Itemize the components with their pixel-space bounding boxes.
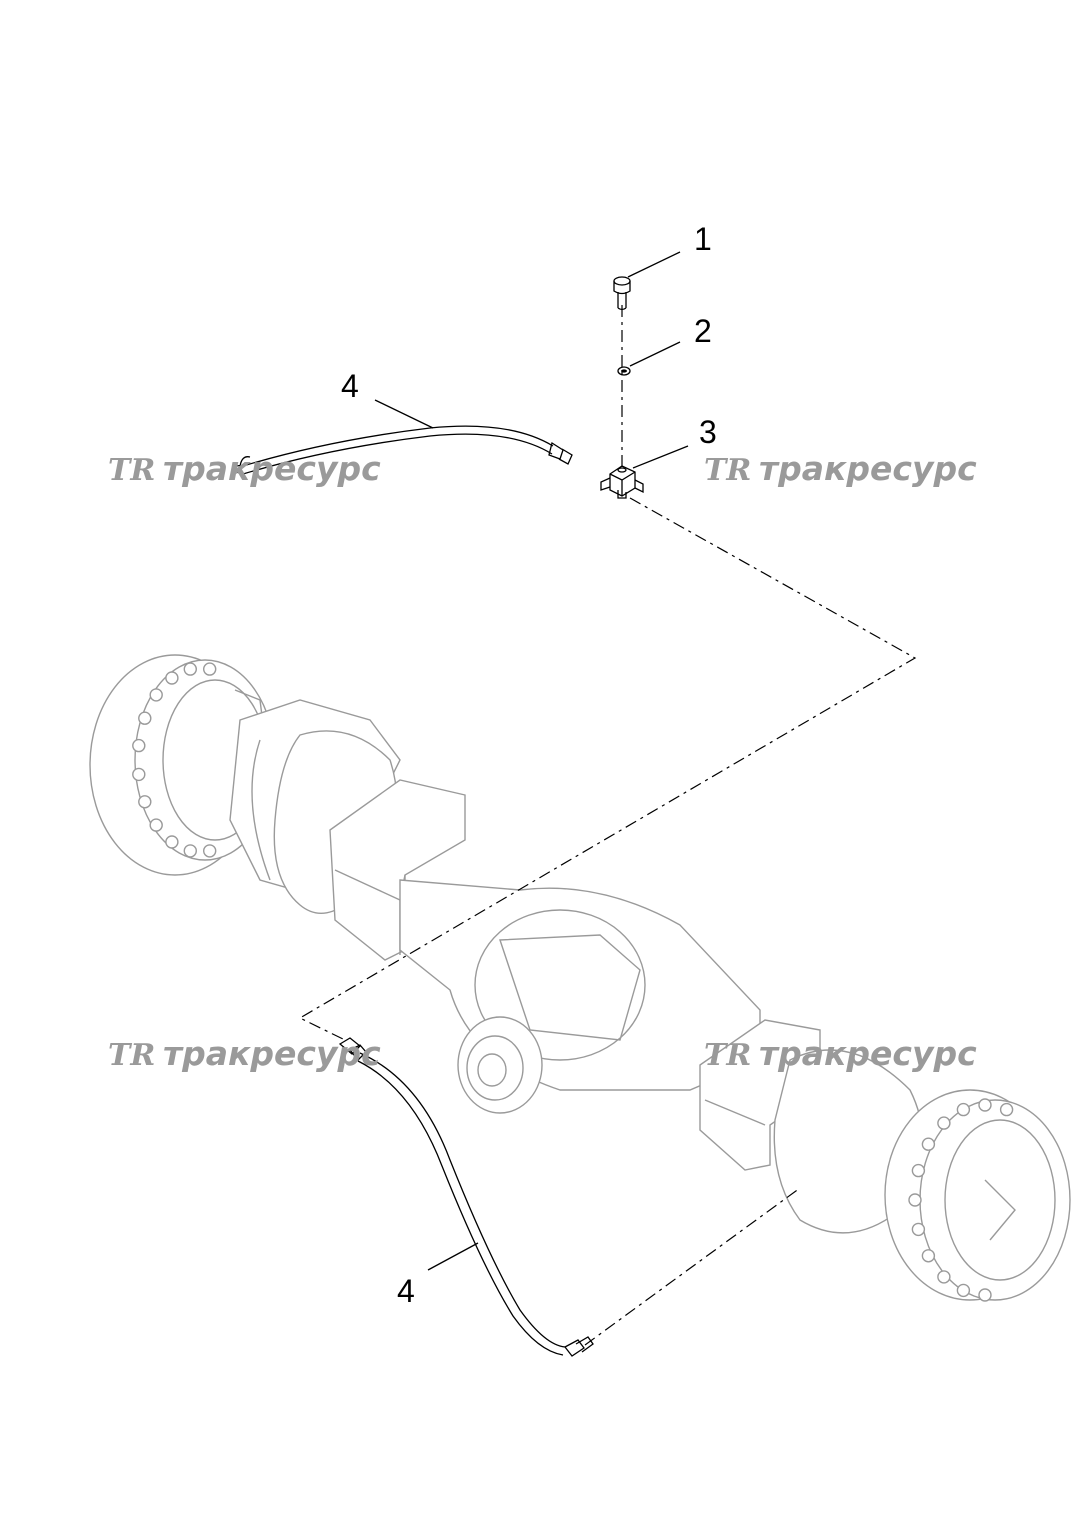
watermark-text: тракресурс (163, 1034, 381, 1073)
hub-bolt (202, 844, 217, 858)
lower-hose (338, 1037, 594, 1357)
hub-bolt (132, 767, 146, 782)
hub-bolt (149, 818, 163, 832)
pinion-yoke (457, 1016, 543, 1114)
right-wheel-hub (884, 1089, 1071, 1302)
hub-bolt (183, 662, 198, 676)
assembly-lines (298, 305, 917, 1346)
hub-bolt (149, 688, 163, 702)
hub-bolt (202, 662, 217, 676)
hub-bolt (956, 1102, 971, 1117)
callout-1-bolt: 1 (694, 221, 712, 257)
hub-bolt (183, 844, 198, 858)
watermark-text: тракресурс (759, 449, 977, 488)
watermark-bottom-right: TR тракресурс (704, 1034, 977, 1073)
hub-bolt (937, 1270, 951, 1284)
watermark-top-left: TR тракресурс (108, 449, 381, 488)
hub-bolt (908, 1193, 922, 1207)
hub-bolt (978, 1098, 992, 1112)
watermark-text: тракресурс (759, 1034, 977, 1073)
hub-bolt (921, 1137, 936, 1151)
hub-bolt (911, 1163, 926, 1178)
watermark-logo: TR (704, 1038, 751, 1073)
callout-2-washer: 2 (694, 313, 712, 349)
bolt-part (613, 276, 631, 311)
hub-bolt (132, 738, 146, 753)
hub-bolt (921, 1249, 936, 1263)
callout-3-tee-fitting: 3 (699, 414, 717, 450)
watermark-logo: TR (108, 1038, 155, 1073)
callout-4-lower-hose: 4 (397, 1273, 415, 1309)
callout-4-upper-hose: 4 (341, 368, 359, 404)
hub-bolt (165, 671, 179, 685)
watermark-text: тракресурс (163, 449, 381, 488)
watermark-top-right: TR тракресурс (704, 449, 977, 488)
hub-bolt (138, 711, 152, 725)
tee-fitting-part (600, 465, 644, 499)
hub-bolt (911, 1222, 926, 1237)
watermark-bottom-left: TR тракресурс (108, 1034, 381, 1073)
hub-bolt (978, 1288, 992, 1302)
axle-assembly (89, 654, 1071, 1302)
hub-bolt (937, 1116, 951, 1130)
washer-part (617, 366, 631, 376)
hub-bolt (138, 795, 152, 809)
upper-hose (234, 425, 573, 475)
hub-bolt (165, 835, 179, 849)
hub-bolt (956, 1283, 971, 1298)
leader-lines (374, 251, 689, 1271)
watermark-logo: TR (704, 453, 751, 488)
watermark-logo: TR (108, 453, 155, 488)
hub-bolt (999, 1102, 1014, 1117)
